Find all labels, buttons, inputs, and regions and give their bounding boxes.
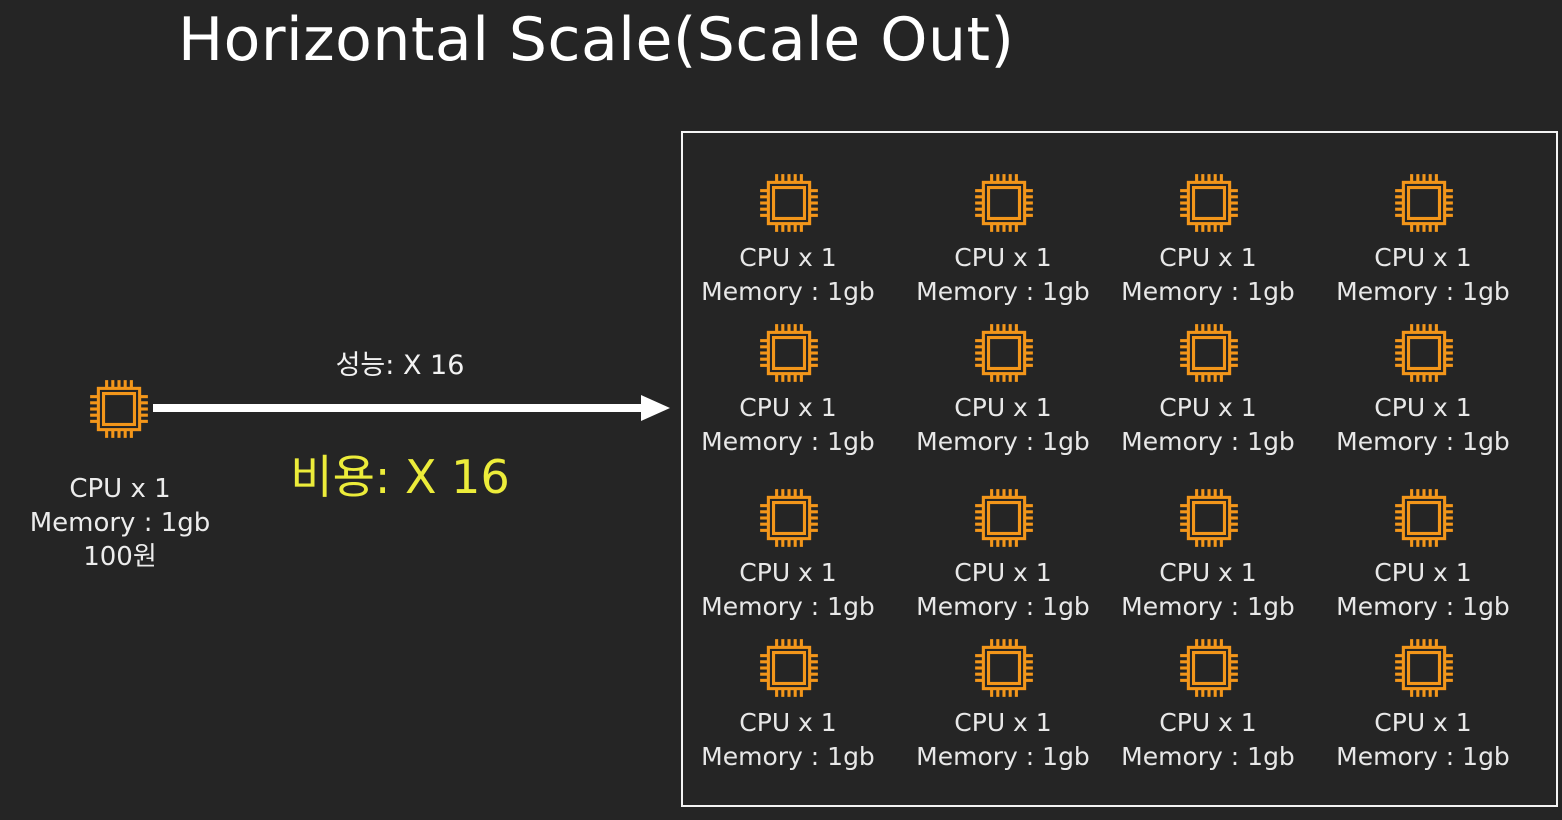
node-memory-label: Memory : 1gb: [1121, 742, 1295, 771]
node-memory-label: Memory : 1gb: [916, 427, 1090, 456]
server-cluster: CPU x 1 Memory : 1gb CPU x 1 Memory : 1gb: [681, 131, 1558, 807]
node-cpu-label: CPU x 1: [1374, 708, 1472, 737]
node-memory-label: Memory : 1gb: [916, 592, 1090, 621]
node-memory-label: Memory : 1gb: [701, 742, 875, 771]
cpu-chip-icon: [756, 320, 822, 390]
node-memory-label: Memory : 1gb: [1336, 742, 1510, 771]
node-cpu-label: CPU x 1: [739, 393, 837, 422]
node-cpu-label: CPU x 1: [954, 393, 1052, 422]
cpu-chip-icon: [1176, 170, 1242, 240]
node-memory-label: Memory : 1gb: [1336, 592, 1510, 621]
node-cpu-label: CPU x 1: [1159, 393, 1257, 422]
cpu-chip-icon: [756, 170, 822, 240]
cpu-chip-icon: [756, 485, 822, 555]
performance-label: 성능: X 16: [335, 350, 465, 381]
node-memory-label: Memory : 1gb: [1121, 427, 1295, 456]
cpu-chip-icon: [971, 320, 1037, 390]
cpu-chip-icon: [1176, 320, 1242, 390]
node-cpu-label: CPU x 1: [954, 558, 1052, 587]
node-cpu-label: CPU x 1: [954, 243, 1052, 272]
cpu-chip-icon: [1176, 485, 1242, 555]
single-memory-label: Memory : 1gb: [29, 508, 211, 538]
node-memory-label: Memory : 1gb: [701, 277, 875, 306]
node-memory-label: Memory : 1gb: [701, 592, 875, 621]
single-price-label: 100원: [83, 542, 157, 572]
cpu-chip-icon: [971, 170, 1037, 240]
node-cpu-label: CPU x 1: [739, 558, 837, 587]
node-cpu-label: CPU x 1: [1374, 558, 1472, 587]
single-cpu-label: CPU x 1: [69, 474, 171, 504]
node-cpu-label: CPU x 1: [1159, 558, 1257, 587]
cpu-chip-icon: [971, 635, 1037, 705]
cpu-chip-icon: [1176, 635, 1242, 705]
cpu-chip-icon: [1391, 320, 1457, 390]
cpu-chip-icon: [1391, 485, 1457, 555]
node-cpu-label: CPU x 1: [739, 243, 837, 272]
cpu-chip-icon: [1391, 170, 1457, 240]
cpu-chip-icon: [1391, 635, 1457, 705]
node-memory-label: Memory : 1gb: [916, 277, 1090, 306]
cpu-chip-icon: [756, 635, 822, 705]
node-memory-label: Memory : 1gb: [916, 742, 1090, 771]
node-memory-label: Memory : 1gb: [1336, 277, 1510, 306]
node-cpu-label: CPU x 1: [739, 708, 837, 737]
node-cpu-label: CPU x 1: [1159, 708, 1257, 737]
scale-arrow: [153, 390, 673, 430]
cost-label: 비용: X 16: [290, 450, 510, 504]
node-memory-label: Memory : 1gb: [1336, 427, 1510, 456]
node-memory-label: Memory : 1gb: [1121, 277, 1295, 306]
cpu-chip-icon: [86, 376, 152, 446]
page-title: Horizontal Scale(Scale Out): [178, 5, 1015, 75]
node-cpu-label: CPU x 1: [1374, 393, 1472, 422]
node-memory-label: Memory : 1gb: [701, 427, 875, 456]
node-cpu-label: CPU x 1: [1374, 243, 1472, 272]
node-cpu-label: CPU x 1: [954, 708, 1052, 737]
node-memory-label: Memory : 1gb: [1121, 592, 1295, 621]
node-cpu-label: CPU x 1: [1159, 243, 1257, 272]
cpu-chip-icon: [971, 485, 1037, 555]
